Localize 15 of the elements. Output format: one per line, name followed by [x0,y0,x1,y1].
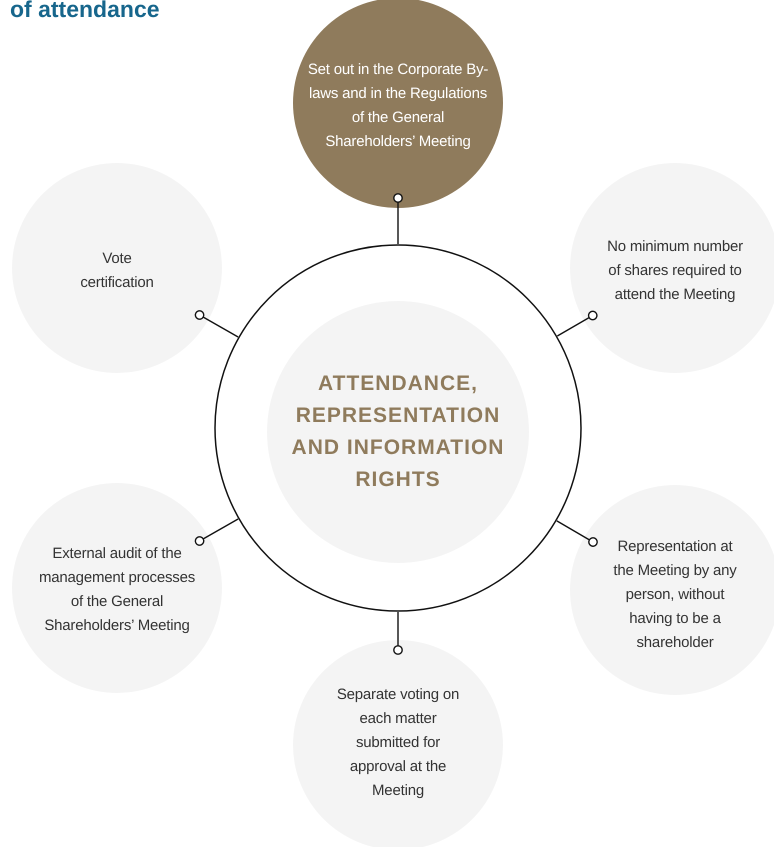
connector-line [194,518,238,546]
heading: of attendance [10,0,160,24]
connector-line [194,310,238,338]
connector-line [556,310,598,337]
topic-text: Separate voting on each matter submitted for approval at the Meeting [336,685,460,801]
connector-line [393,612,403,655]
topic-text: Set out in the Corporate By-laws and in the Regulations of the General Shareholders’ Meeting [306,60,490,152]
topic-text: No minimum number of shares required to attend the Meeting [606,237,744,305]
topic-text: External audit of the management processes of the General Shareholders’ Meeting [38,544,196,636]
topic-text: Vote certification [79,249,155,293]
connector-line [393,193,403,244]
connector-line [556,520,598,547]
central-heading: ATTENDANCE, REPRESENTATION AND INFORMATION RIGHTS [290,371,506,493]
topic-text: Representation at the Meeting by any person, without having to be a shareholder [612,537,738,653]
ring-circle [214,244,582,612]
